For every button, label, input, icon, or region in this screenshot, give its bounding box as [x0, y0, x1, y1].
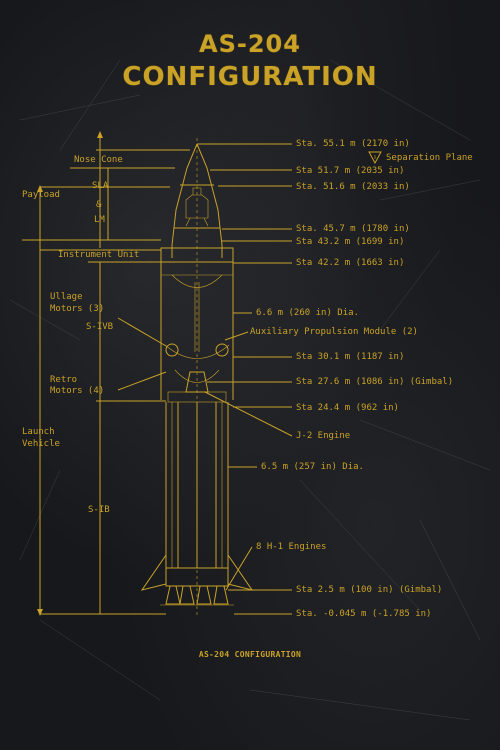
station-label-3: Sta. 51.6 m (2033 in) [296, 182, 410, 192]
j2-engine-label: J-2 Engine [296, 431, 351, 441]
upper-diameter-label: 6.6 m (260 in) Dia. [256, 308, 359, 318]
lower-diameter-label: 6.5 m (257 in) Dia. [261, 462, 364, 472]
h1-engines [165, 585, 229, 605]
station-label-4: Sta. 45.7 m (1780 in) [296, 224, 410, 234]
warning-triangle-icon [368, 151, 382, 165]
ullage-label-line2: Motors (3) [50, 304, 105, 314]
instrument-unit-label: Instrument Unit [58, 250, 140, 260]
launch-vehicle-label-line2: Vehicle [22, 439, 60, 449]
sivb-lower-dome [164, 344, 230, 359]
station-label-8: Sta 27.6 m (1086 in) (Gimbal) [296, 377, 454, 387]
nose-cone-outline [171, 143, 223, 258]
retro-label-line2: Motors (4) [50, 386, 105, 396]
nose-cone-label: Nose Cone [74, 155, 123, 165]
retro-label-line1: Retro [50, 375, 78, 385]
fin-left [140, 554, 167, 591]
h1-engines-label: 8 H-1 Engines [256, 542, 327, 552]
fin-right [227, 554, 254, 591]
left-dimensions [22, 131, 190, 616]
station-label-9: Sta 24.4 m (962 in) [296, 403, 399, 413]
ampersand-label: & [96, 200, 102, 210]
payload-label: Payload [22, 190, 60, 200]
lm-shape [185, 187, 209, 227]
title-line-1: AS-204 [199, 30, 301, 58]
thrust-structure [165, 567, 229, 587]
caption: AS-204 CONFIGURATION [198, 650, 302, 659]
station-label-7: Sta 30.1 m (1187 in) [296, 352, 405, 362]
station-label-10: Sta 2.5 m (100 in) (Gimbal) [296, 585, 443, 595]
lm-label: LM [94, 215, 105, 225]
apm-right [215, 343, 229, 357]
sivb-label: S-IVB [86, 322, 114, 332]
station-label-2: Sta 51.7 m (2035 in) [296, 166, 405, 176]
launch-vehicle-label-line1: Launch [22, 427, 55, 437]
title-line-2: CONFIGURATION [122, 62, 378, 92]
station-label-11: Sta. -0.045 m (-1.785 in) [296, 609, 432, 619]
station-label-1: Sta. 55.1 m (2170 in) [296, 139, 410, 149]
apm-label: Auxiliary Propulsion Module (2) [250, 327, 418, 337]
sivb-outline [160, 262, 234, 400]
sivb-tank-dome [171, 274, 223, 288]
sib-outline [165, 402, 229, 568]
station-label-6: Sta 42.2 m (1663 in) [296, 258, 405, 268]
sib-label: S-IB [88, 505, 110, 515]
apm-left [165, 343, 179, 357]
sla-label: SLA [92, 181, 109, 191]
separation-plane-label: Separation Plane [386, 153, 473, 163]
station-label-5: Sta 43.2 m (1699 in) [296, 237, 405, 247]
right-leaders [197, 143, 293, 615]
ullage-label-line1: Ullage [50, 292, 83, 302]
